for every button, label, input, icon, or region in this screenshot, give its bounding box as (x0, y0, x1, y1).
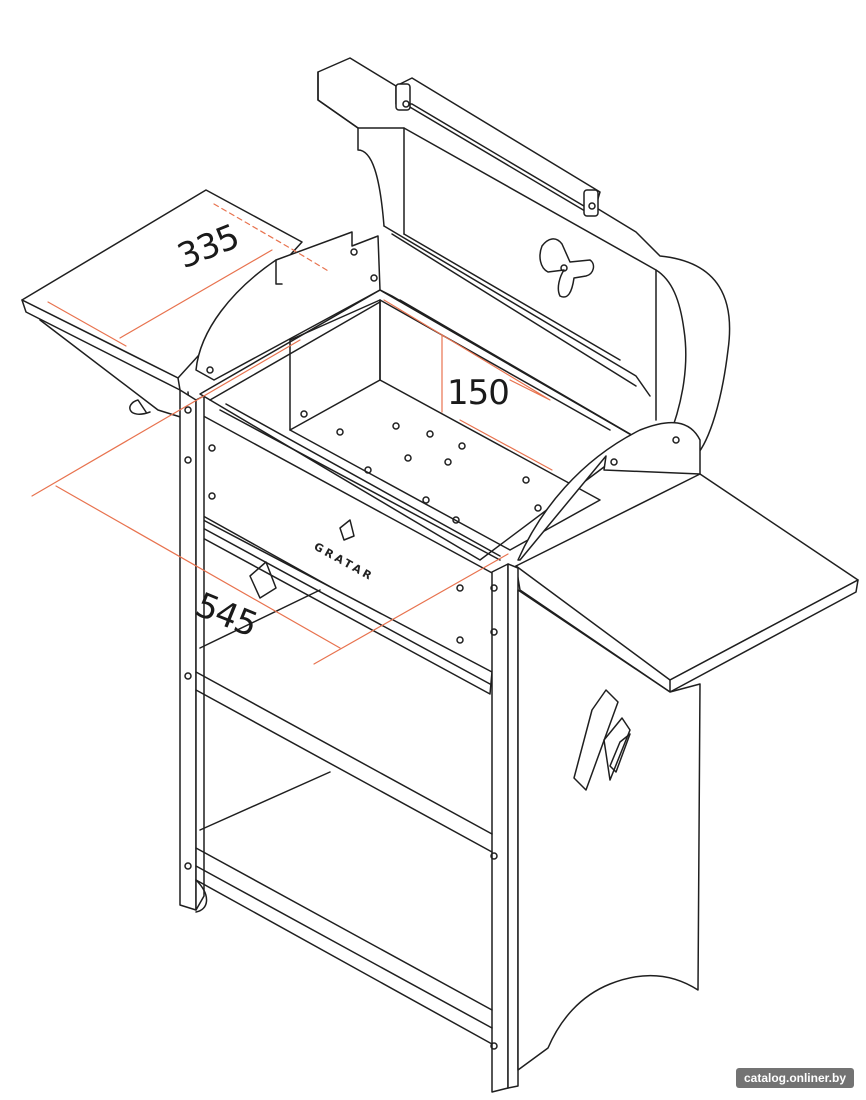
left-shelf (21, 189, 303, 421)
firebox (199, 289, 641, 561)
dimension-label-depth: 150 (447, 373, 510, 413)
grill-lid (317, 57, 731, 457)
stand (179, 389, 701, 1093)
watermark: catalog.onliner.by (735, 1068, 854, 1088)
right-side-plate (517, 421, 701, 561)
dimension-line-width (119, 249, 273, 339)
left-side-plate (195, 231, 381, 381)
dimension-line-length (55, 485, 341, 649)
dimension-lines (31, 203, 553, 665)
right-shelf (515, 473, 859, 693)
